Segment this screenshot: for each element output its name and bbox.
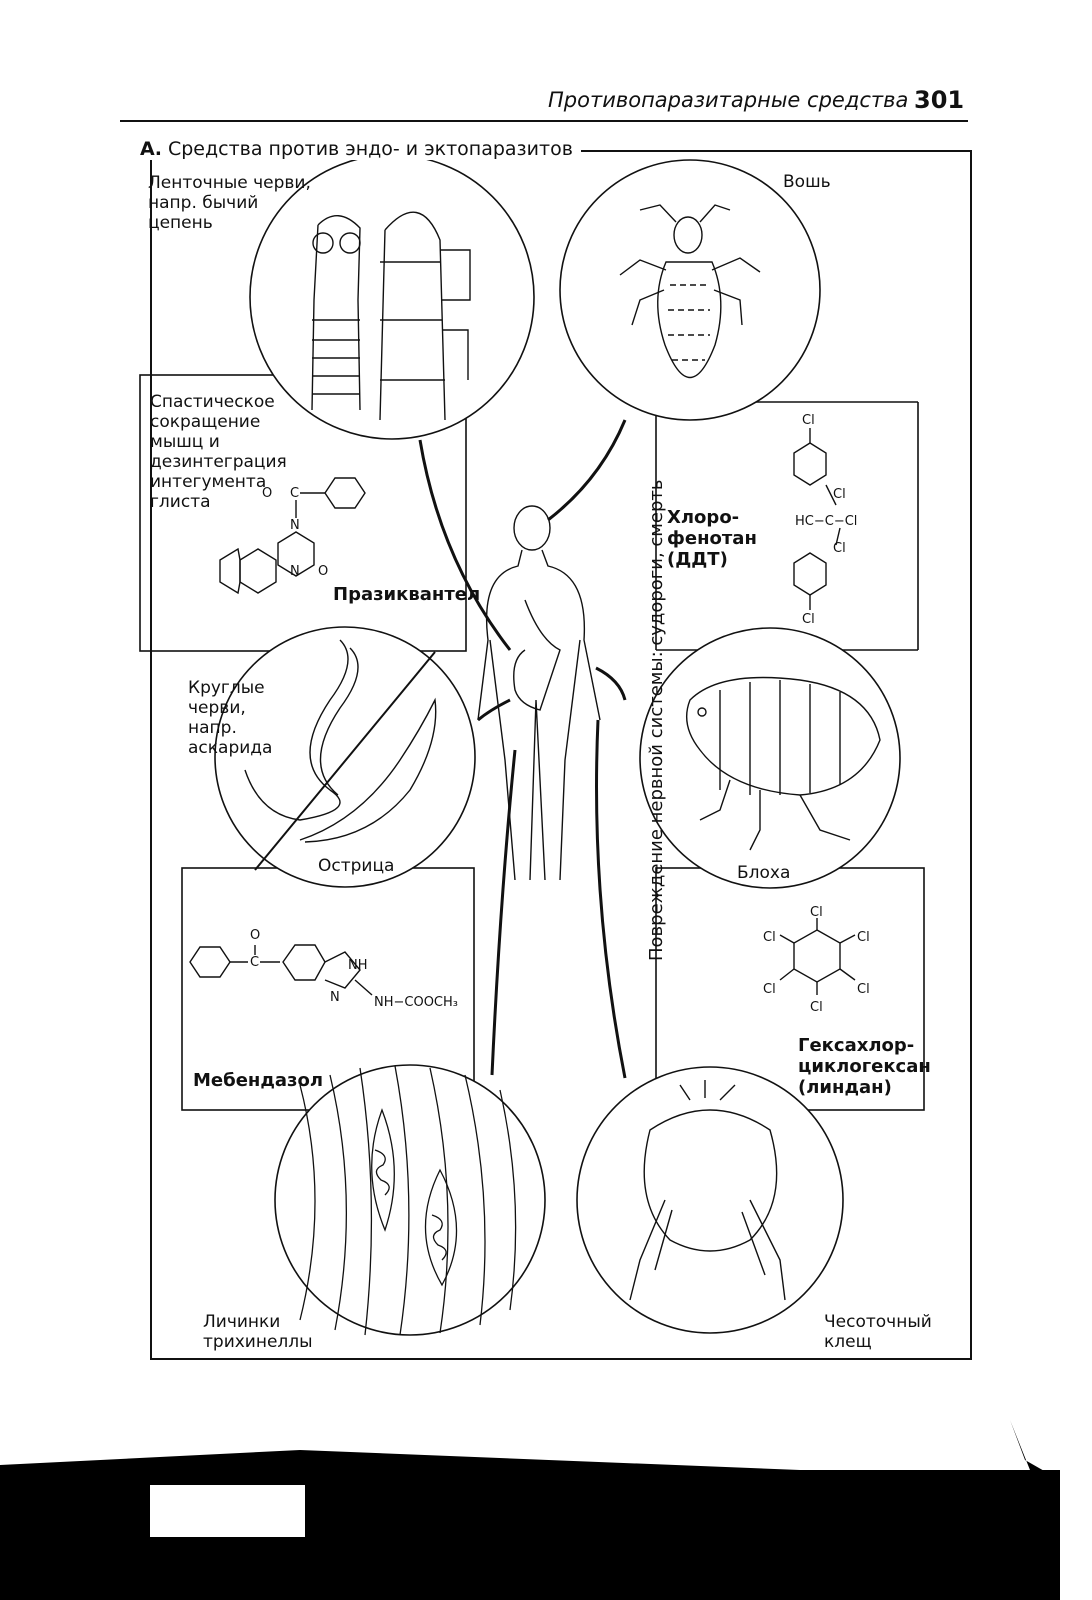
- ddt-cl-top: Cl: [802, 413, 815, 428]
- ddt-hc-group: HC−C−Cl: [795, 514, 858, 529]
- prazi-atom-o2: O: [318, 564, 329, 579]
- flea-drawing: [686, 676, 881, 851]
- praziquantel-name: Празиквантел: [333, 584, 481, 605]
- mite-drawing: [629, 1080, 786, 1301]
- mebend-atom-nh: NH: [348, 958, 368, 973]
- ddt-cl-mid-bot: Cl: [833, 541, 846, 556]
- mebend-atom-o: O: [250, 928, 261, 943]
- mebend-substituent: NH−COOCH₃: [374, 995, 458, 1010]
- mite-label: Чесоточный клещ: [824, 1312, 932, 1352]
- lindane-cl-5: Cl: [763, 982, 776, 997]
- trichinella-drawing: [299, 1065, 517, 1336]
- flea-label: Блоха: [737, 863, 791, 883]
- ddt-cl-mid-top: Cl: [833, 487, 846, 502]
- roundworm-circle: [214, 626, 476, 888]
- lindane-cl-6: Cl: [763, 930, 776, 945]
- tapeworm-drawing: [311, 211, 471, 421]
- mebendazole-structure: [189, 944, 373, 996]
- roundworm-drawing: [244, 639, 437, 843]
- praziquantel-structure: [219, 477, 366, 595]
- mite-circle: [576, 1066, 844, 1334]
- roundworm-label: Круглые черви, напр. аскарида: [188, 678, 273, 758]
- prazi-atom-n1: N: [290, 518, 300, 533]
- mebend-atom-n: N: [330, 990, 340, 1005]
- side-effect-vertical-label: Повреждение нервной системы: судороги, с…: [646, 479, 667, 961]
- ddt-cl-bot: Cl: [802, 612, 815, 627]
- ddt-name: Хлоро- фенотан (ДДТ): [667, 507, 757, 570]
- roundworm-divider: [254, 651, 436, 871]
- tapeworm-label: Ленточные черви, напр. бычий цепень: [148, 173, 311, 233]
- lindane-cl-4: Cl: [810, 1000, 823, 1015]
- pinworm-label: Острица: [318, 856, 395, 876]
- lindane-name: Гексахлор- циклогексан (линдан): [798, 1035, 931, 1098]
- prazi-atom-n2: N: [290, 564, 300, 579]
- lindane-cl-3: Cl: [857, 982, 870, 997]
- louse-label: Вошь: [783, 172, 831, 192]
- running-header-title: Противопаразитарные средства: [548, 88, 909, 112]
- header-rule: [120, 120, 968, 122]
- section-letter: А.: [140, 138, 162, 160]
- flea-circle: [639, 627, 901, 889]
- mebend-atom-c: C: [250, 955, 260, 970]
- section-title-text: Средства против эндо- и эктопаразитов: [167, 138, 573, 160]
- ddt-structure: [793, 428, 841, 610]
- louse-drawing: [619, 204, 761, 378]
- lindane-cl-2: Cl: [857, 930, 870, 945]
- prazi-atom-c: C: [290, 486, 300, 501]
- lindane-cl-1: Cl: [810, 905, 823, 920]
- human-figure: [477, 505, 601, 881]
- section-title: А. Средства против эндо- и эктопаразитов: [132, 138, 581, 160]
- trichinella-circle: [274, 1064, 546, 1336]
- lindane-structure: [779, 918, 856, 995]
- mebendazole-name: Мебендазол: [193, 1070, 324, 1091]
- louse-circle: [559, 159, 821, 421]
- page-number: 301: [914, 86, 965, 114]
- trichinella-label: Личинки трихинеллы: [203, 1312, 313, 1352]
- prazi-atom-o: O: [262, 486, 273, 501]
- scan-artifacts: [0, 1420, 1060, 1600]
- connector-lines: [418, 419, 627, 1079]
- praziquantel-effect-label: Спастическое сокращение мышц и дезинтегр…: [150, 392, 287, 512]
